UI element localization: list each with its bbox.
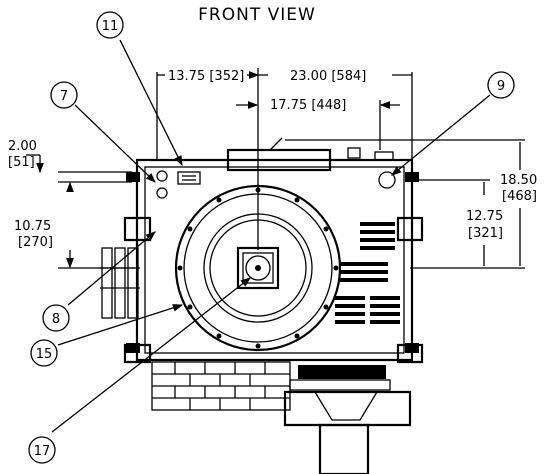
coil-bars: [100, 247, 140, 319]
dim-23-00: 23.00 [584]: [290, 69, 366, 84]
svg-text:8: 8: [52, 312, 60, 327]
svg-text:9: 9: [497, 79, 505, 94]
dim-12-75: 12.75: [466, 209, 503, 224]
dim-13-75: 13.75 [352]: [168, 69, 244, 84]
dim-51: [51]: [8, 155, 35, 170]
dim-321: [321]: [468, 226, 503, 241]
callout-11: 11: [96, 11, 124, 39]
svg-text:17: 17: [34, 444, 51, 459]
svg-text:11: 11: [102, 19, 119, 34]
svg-text:7: 7: [60, 89, 68, 104]
dim-18-50: 18.50: [500, 173, 537, 188]
callout-7: 7: [50, 81, 78, 109]
dim-10-75: 10.75: [14, 219, 51, 234]
dim-468: [468]: [502, 189, 537, 204]
callout-8: 8: [42, 304, 70, 332]
dim-17-75: 17.75 [448]: [270, 98, 346, 113]
vent-grille: [335, 222, 400, 324]
dim-2-00: 2.00: [8, 139, 37, 154]
drive-coupling: [283, 365, 412, 474]
drawing-title: FRONT VIEW: [198, 5, 316, 25]
callout-15: 15: [30, 339, 58, 367]
dimension-lines: [26, 68, 525, 269]
callout-9: 9: [487, 71, 515, 99]
callout-leaders: [51, 39, 491, 433]
callout-17: 17: [28, 436, 56, 464]
base-block: [151, 361, 291, 411]
flywheel-housing: [174, 184, 342, 352]
dim-270: [270]: [18, 235, 53, 250]
svg-text:15: 15: [36, 347, 53, 362]
